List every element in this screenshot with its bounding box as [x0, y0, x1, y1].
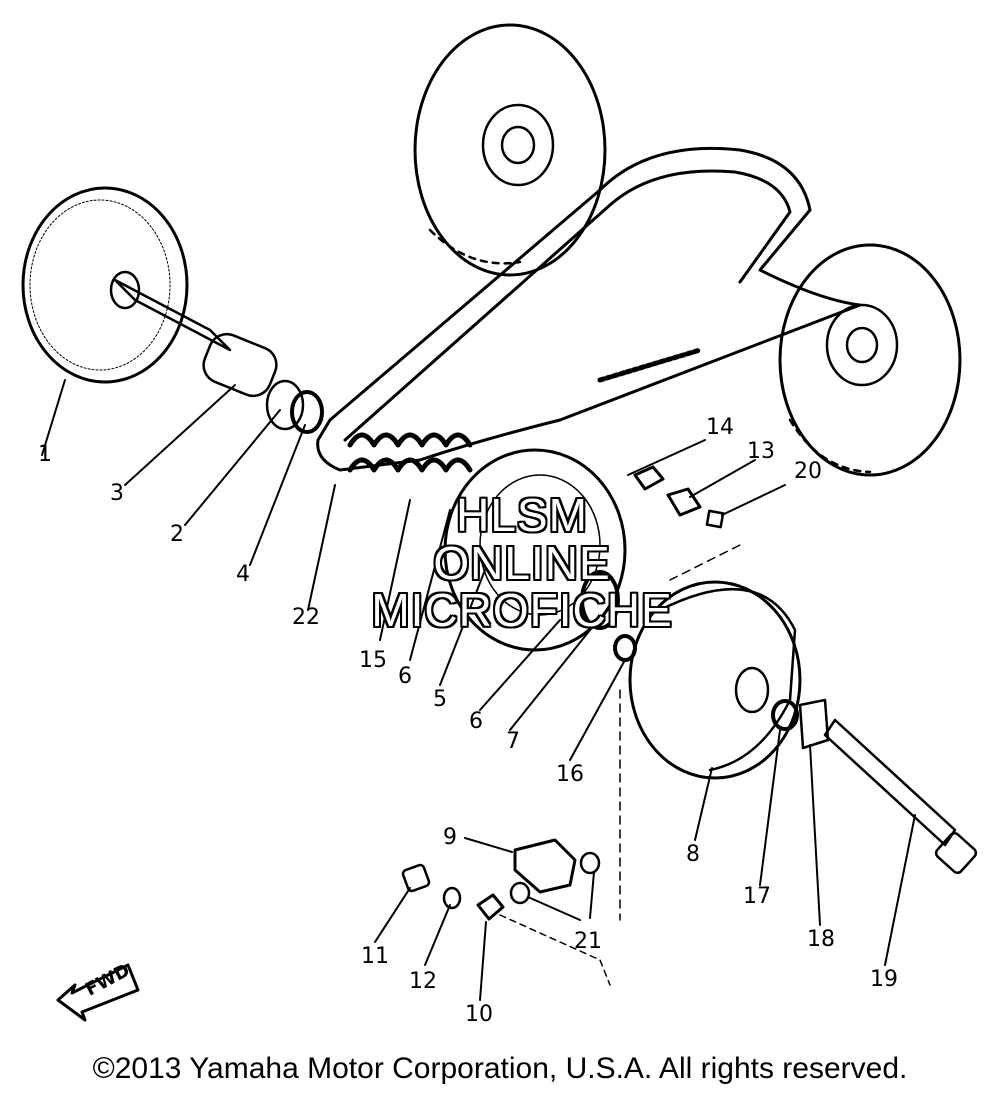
lower-pulley — [778, 243, 962, 477]
callout-10: 10 — [465, 1002, 493, 1027]
primary-sheave — [21, 186, 324, 434]
leader-lines — [41, 379, 916, 1001]
callout-6b: 6 — [469, 709, 483, 734]
callout-6a: 6 — [398, 664, 412, 689]
callout-18: 18 — [807, 927, 835, 952]
watermark-line-1: HLSM — [456, 489, 588, 541]
drive-belt — [316, 146, 862, 472]
callout-12: 12 — [409, 969, 437, 994]
callout-17: 17 — [743, 884, 771, 909]
cover — [628, 580, 830, 780]
callout-9: 9 — [443, 825, 457, 850]
callout-16: 16 — [556, 762, 584, 787]
watermark-line-2: ONLINE — [433, 537, 611, 589]
bolt — [823, 718, 978, 875]
callout-15: 15 — [359, 648, 387, 673]
upper-pulley — [413, 23, 607, 277]
callout-21: 21 — [574, 929, 602, 954]
small-parts-top — [633, 465, 725, 529]
callout-22: 22 — [292, 605, 320, 630]
callout-13: 13 — [747, 439, 775, 464]
callout-11: 11 — [361, 944, 389, 969]
callout-20: 20 — [794, 459, 822, 484]
callout-3: 3 — [110, 481, 124, 506]
watermark-line-3: MICROFICHE — [371, 584, 673, 636]
callout-19: 19 — [870, 967, 898, 992]
spring — [347, 432, 473, 473]
callout-2: 2 — [170, 522, 184, 547]
callout-5: 5 — [433, 687, 447, 712]
callout-8: 8 — [686, 842, 700, 867]
copyright-notice: ©2013 Yamaha Motor Corporation, U.S.A. A… — [92, 1052, 908, 1085]
fwd-arrow — [56, 963, 140, 1022]
callout-7: 7 — [506, 729, 520, 754]
callout-4: 4 — [236, 562, 250, 587]
weight-parts — [401, 838, 611, 986]
callout-1: 1 — [38, 442, 52, 467]
callout-14: 14 — [706, 415, 734, 440]
movable-sheave — [443, 448, 637, 662]
